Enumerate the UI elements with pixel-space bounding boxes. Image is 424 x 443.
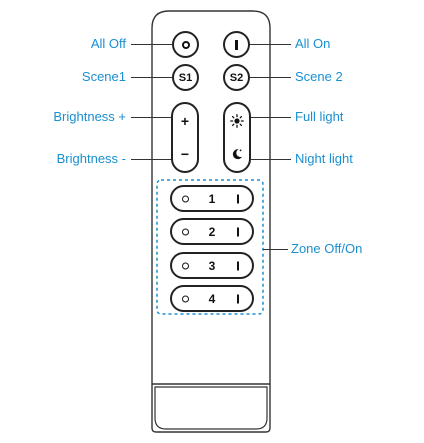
off-circle-icon [181,40,190,49]
zone-2-number: 2 [208,224,216,239]
zone-4-number: 4 [208,291,216,306]
leader-full-light [249,117,291,119]
zone-group-border [156,179,264,315]
label-full-light: Full light [295,109,344,124]
moon-icon [232,149,243,160]
brightness-down-button[interactable]: − [173,138,197,172]
label-brightness-up: Brightness + [53,109,126,124]
leader-all-on [249,44,291,46]
battery-cover [154,386,268,430]
zone-2-button: 2 [170,218,254,245]
zone-1-on-button[interactable] [237,194,239,203]
zone-2-on-button[interactable] [237,227,239,236]
zone-1-button: 1 [170,185,254,212]
sun-icon [230,113,244,128]
leader-zone [263,249,288,251]
zone-1-number: 1 [208,191,216,206]
brightness-rocker: + − [171,102,199,173]
leader-brightness-down [131,159,172,161]
scene2-button[interactable]: S2 [223,64,250,91]
label-zone-off-on: Zone Off/On [291,241,363,256]
label-night-light: Night light [295,151,353,166]
on-bar-icon [235,39,238,50]
leader-night-light [249,159,291,161]
zone-3-on-button[interactable] [237,261,239,270]
scene1-button[interactable]: S1 [172,64,199,91]
plus-icon: + [180,112,190,129]
minus-icon: − [180,146,190,163]
leader-all-off [131,44,172,46]
zone-3-button: 3 [170,252,254,279]
brightness-up-button[interactable]: + [173,104,197,138]
zone-4-on-button[interactable] [237,294,239,303]
full-light-button[interactable] [225,104,249,138]
zone-1-off-button[interactable] [182,195,189,202]
all-on-button[interactable] [223,31,250,58]
leader-scene1 [131,77,172,79]
all-off-button[interactable] [172,31,199,58]
label-all-off: All Off [90,36,126,51]
light-mode-rocker [223,102,251,173]
night-light-button[interactable] [225,138,249,172]
zone-2-off-button[interactable] [182,228,189,235]
label-brightness-down: Brightness - [56,151,126,166]
label-all-on: All On [295,36,331,51]
leader-scene2 [249,77,291,79]
zone-3-off-button[interactable] [182,262,189,269]
zone-4-off-button[interactable] [182,295,189,302]
label-scene1: Scene1 [81,69,126,84]
zone-4-button: 4 [170,285,254,312]
leader-brightness-up [131,117,172,119]
label-scene2: Scene 2 [295,69,343,84]
zone-3-number: 3 [208,258,216,273]
